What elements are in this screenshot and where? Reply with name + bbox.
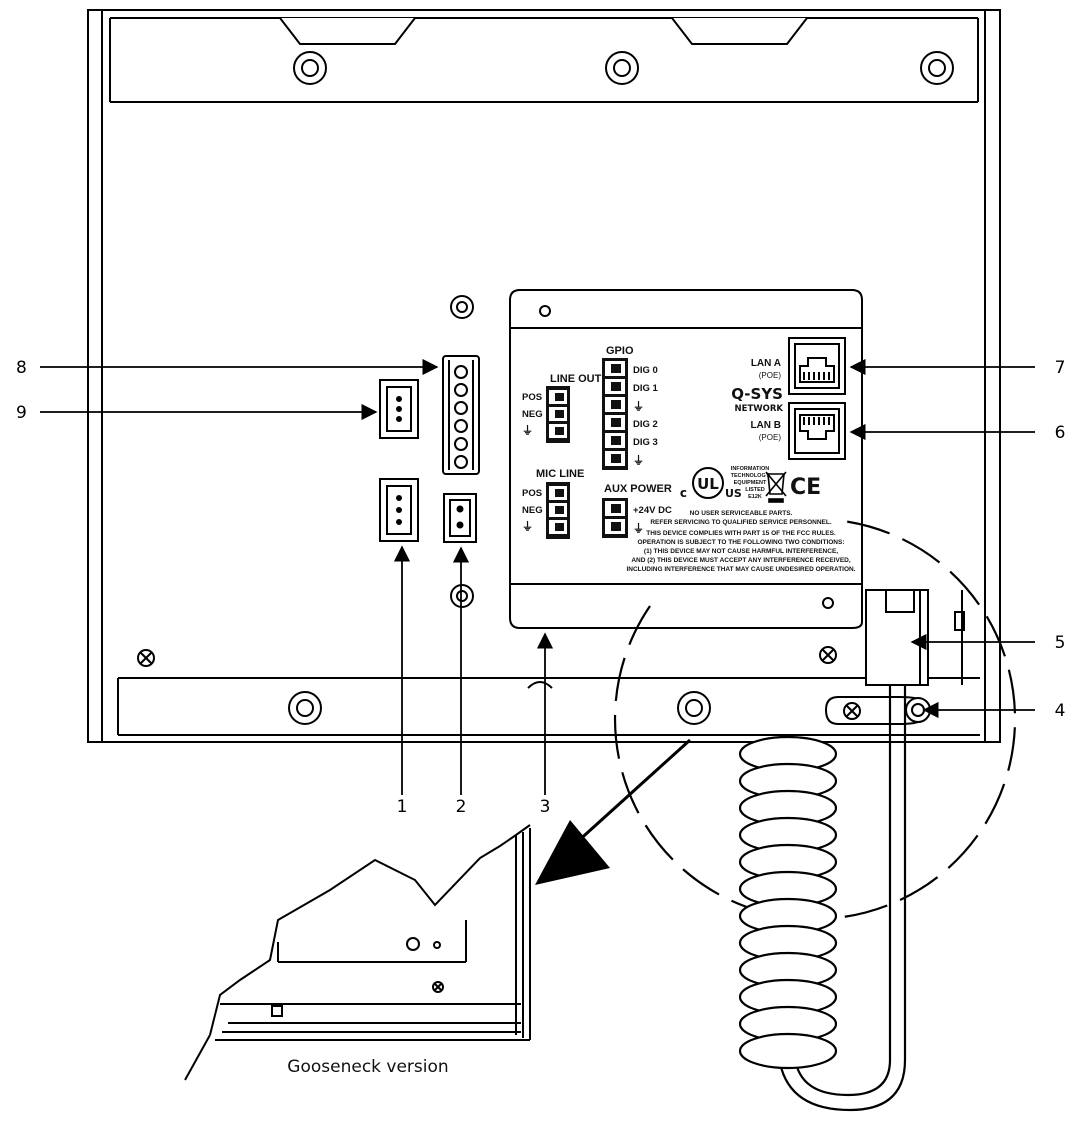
lan-a-port-icon	[788, 337, 846, 395]
callout-7: 7	[1055, 358, 1066, 378]
callout-8: 8	[16, 358, 27, 378]
mounting-hole-icon	[677, 691, 711, 725]
gpio-pin-dig2: DIG 2	[633, 419, 658, 430]
warning-line-4: OPERATION IS SUBJECT TO THE FOLLOWING TW…	[637, 539, 844, 546]
ul-us: US	[725, 487, 742, 500]
screw-icon	[843, 702, 861, 720]
coiled-cord	[738, 685, 907, 1112]
mic-line-pin-neg: NEG	[522, 505, 543, 516]
ite-line-2: TECHNOLOGY	[731, 473, 770, 479]
gooseneck-detail	[184, 824, 531, 1081]
ite-line-3: EQUIPMENT	[734, 480, 767, 486]
screw-icon	[819, 646, 837, 664]
warning-line-2: REFER SERVICING TO QUALIFIED SERVICE PER…	[650, 519, 832, 526]
mounting-hole-icon	[450, 584, 474, 608]
line-out-pin-pos: POS	[522, 392, 542, 403]
aux-power-title: AUX POWER	[604, 483, 672, 495]
gpio-terminal	[602, 358, 628, 470]
aux-power-pin-24v: +24V DC	[633, 505, 672, 516]
mic-line-pin-pos: POS	[522, 488, 542, 499]
warning-line-7: INCLUDING INTERFERENCE THAT MAY CAUSE UN…	[626, 566, 855, 573]
aux-power-terminal	[602, 498, 628, 538]
mounting-hole-icon	[288, 691, 322, 725]
coil-loops	[738, 735, 838, 1070]
callout-2: 2	[456, 797, 467, 817]
gpio-pin-ground-1: ⏚	[633, 400, 644, 413]
connector-1	[379, 478, 419, 542]
mic-line-pin-ground: ⏚	[522, 520, 533, 533]
warning-line-5: (1) THIS DEVICE MAY NOT CAUSE HARMFUL IN…	[644, 548, 838, 555]
ce-mark: CE	[790, 475, 821, 500]
lan-b-sub: (POE)	[759, 433, 782, 442]
warning-line-3: THIS DEVICE COMPLIES WITH PART 15 OF THE…	[646, 530, 836, 537]
screws	[137, 646, 837, 667]
callout-leaders	[40, 358, 1035, 795]
connector-2	[443, 493, 477, 543]
screw-icon	[432, 981, 444, 993]
gpio-title: GPIO	[606, 345, 634, 357]
gpio-pin-ground-2: ⏚	[633, 454, 644, 467]
mounting-holes	[288, 51, 954, 725]
brand-logo: Q-SYS	[731, 385, 783, 403]
warning-line-1: NO USER SERVICEABLE PARTS.	[690, 510, 793, 517]
gpio-pin-dig1: DIG 1	[633, 383, 659, 394]
lan-a-label: LAN A	[751, 358, 781, 369]
mounting-hole-icon	[293, 51, 327, 85]
ul-listed-icon: UL c US	[680, 467, 742, 500]
callout-6: 6	[1055, 423, 1066, 443]
line-out-pin-ground: ⏚	[522, 424, 533, 437]
connector-9	[379, 379, 419, 439]
detail-circle	[613, 518, 1017, 921]
gooseneck-caption: Gooseneck version	[287, 1057, 448, 1077]
mounting-hole-icon	[450, 295, 474, 319]
rear-panel: LINE OUT POS NEG ⏚ MIC LINE POS NEG ⏚ GP…	[509, 289, 863, 689]
line-out-title: LINE OUT	[550, 373, 602, 385]
gpio-pin-dig0: DIG 0	[633, 365, 658, 376]
connector-8	[442, 355, 480, 475]
cable-clamp	[824, 696, 932, 725]
callout-1: 1	[397, 797, 408, 817]
line-out-pin-neg: NEG	[522, 409, 543, 420]
mic-line-terminal	[546, 482, 570, 539]
callout-5: 5	[1055, 633, 1066, 653]
ite-line-1: INFORMATION	[731, 466, 769, 472]
lan-b-label: LAN B	[750, 420, 781, 431]
screw-icon	[137, 649, 155, 667]
mounting-hole-icon	[920, 51, 954, 85]
ite-line-5: E12K	[748, 494, 762, 500]
warning-line-6: AND (2) THIS DEVICE MUST ACCEPT ANY INTE…	[631, 557, 851, 564]
lan-b-port-icon	[788, 402, 846, 460]
gooseneck-arrowhead	[535, 820, 610, 885]
aux-power-pin-ground: ⏚	[633, 522, 644, 535]
mounting-hole-icon	[605, 51, 639, 85]
callout-3: 3	[540, 797, 551, 817]
mic-line-title: MIC LINE	[536, 468, 584, 480]
gpio-pin-dig3: DIG 3	[633, 437, 658, 448]
callout-4: 4	[1055, 701, 1066, 721]
ul-mark: UL	[697, 475, 719, 493]
line-out-terminal	[546, 386, 570, 443]
ite-line-4: LISTED	[745, 487, 765, 493]
lan-a-sub: (POE)	[759, 371, 782, 380]
brand-sub: NETWORK	[735, 404, 784, 414]
ul-c: c	[680, 486, 687, 500]
callout-9: 9	[16, 403, 27, 423]
weee-bin-icon	[765, 471, 787, 503]
